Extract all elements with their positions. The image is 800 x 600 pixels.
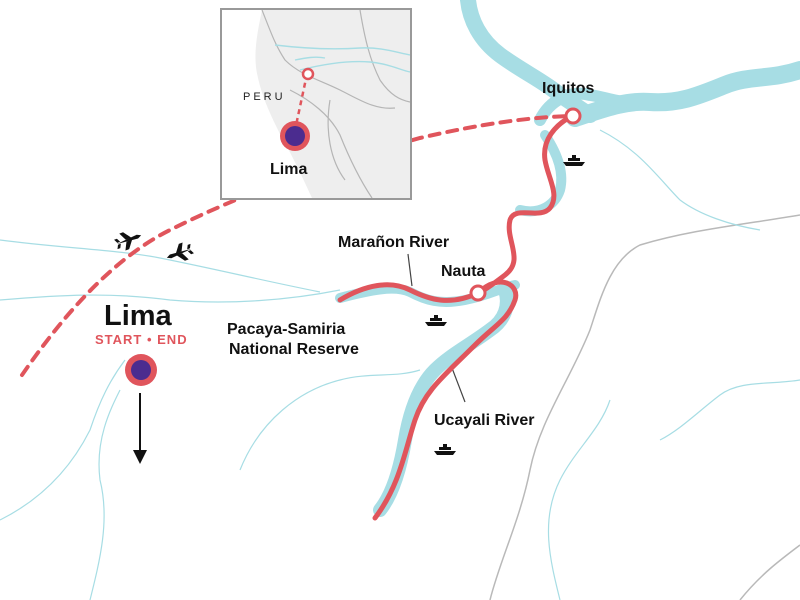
amazon-river-main (566, 61, 800, 127)
tributary-south-2 (239, 369, 421, 471)
amazon-river-north (460, 0, 598, 123)
pacaya-label-line2: National Reserve (229, 341, 359, 358)
amazon-river-bend (534, 87, 646, 126)
tributaries (0, 129, 800, 600)
arrow-down-icon (133, 393, 147, 464)
tributary-east (659, 379, 800, 441)
boat-icon (563, 155, 585, 166)
inset-ocean (222, 10, 312, 198)
tributary-south (89, 389, 121, 600)
inset-border-2 (289, 89, 373, 198)
border-line-south (739, 544, 800, 600)
inset-map: PERU Lima (220, 8, 412, 200)
inset-border-3 (359, 10, 410, 103)
maranon-leader (407, 253, 413, 287)
border-line-east (489, 214, 800, 600)
boat-icon (425, 315, 447, 326)
lima-marker[interactable] (125, 354, 157, 386)
inset-river-1 (274, 44, 410, 56)
border-lines (489, 214, 800, 600)
maranon-river-label: Marañon River (338, 234, 449, 251)
nauta-marker[interactable] (469, 284, 487, 302)
tributary-north (599, 129, 761, 231)
start-end-label: START • END (95, 332, 188, 347)
ucayali-river-label: Ucayali River (434, 412, 535, 429)
boat-icon (434, 444, 456, 455)
maranon-route (337, 282, 481, 303)
plane-icon (114, 232, 142, 251)
inset-lima-marker-core (285, 126, 305, 146)
iquitos-marker[interactable] (564, 107, 582, 125)
inset-border-4 (327, 99, 346, 181)
inset-river-2 (299, 60, 410, 73)
plane-icon (166, 242, 194, 261)
inset-route (293, 73, 309, 131)
inset-lima-label: Lima (270, 161, 307, 178)
leader-lines (407, 253, 466, 403)
pacaya-label-line1: Pacaya-Samiria (227, 321, 345, 338)
lima-main-label: Lima (104, 300, 173, 332)
ucayali-leader (451, 367, 466, 403)
inset-river-3 (294, 56, 326, 61)
tributary-southeast (547, 399, 611, 600)
tributary-west (0, 239, 321, 293)
tributary-southwest (0, 359, 126, 521)
nauta-label: Nauta (441, 263, 486, 280)
tributary-west-2 (0, 289, 341, 303)
iquitos-label: Iquitos (542, 80, 595, 97)
inset-iquitos-marker (301, 67, 315, 81)
inset-country-label: PERU (243, 91, 286, 103)
